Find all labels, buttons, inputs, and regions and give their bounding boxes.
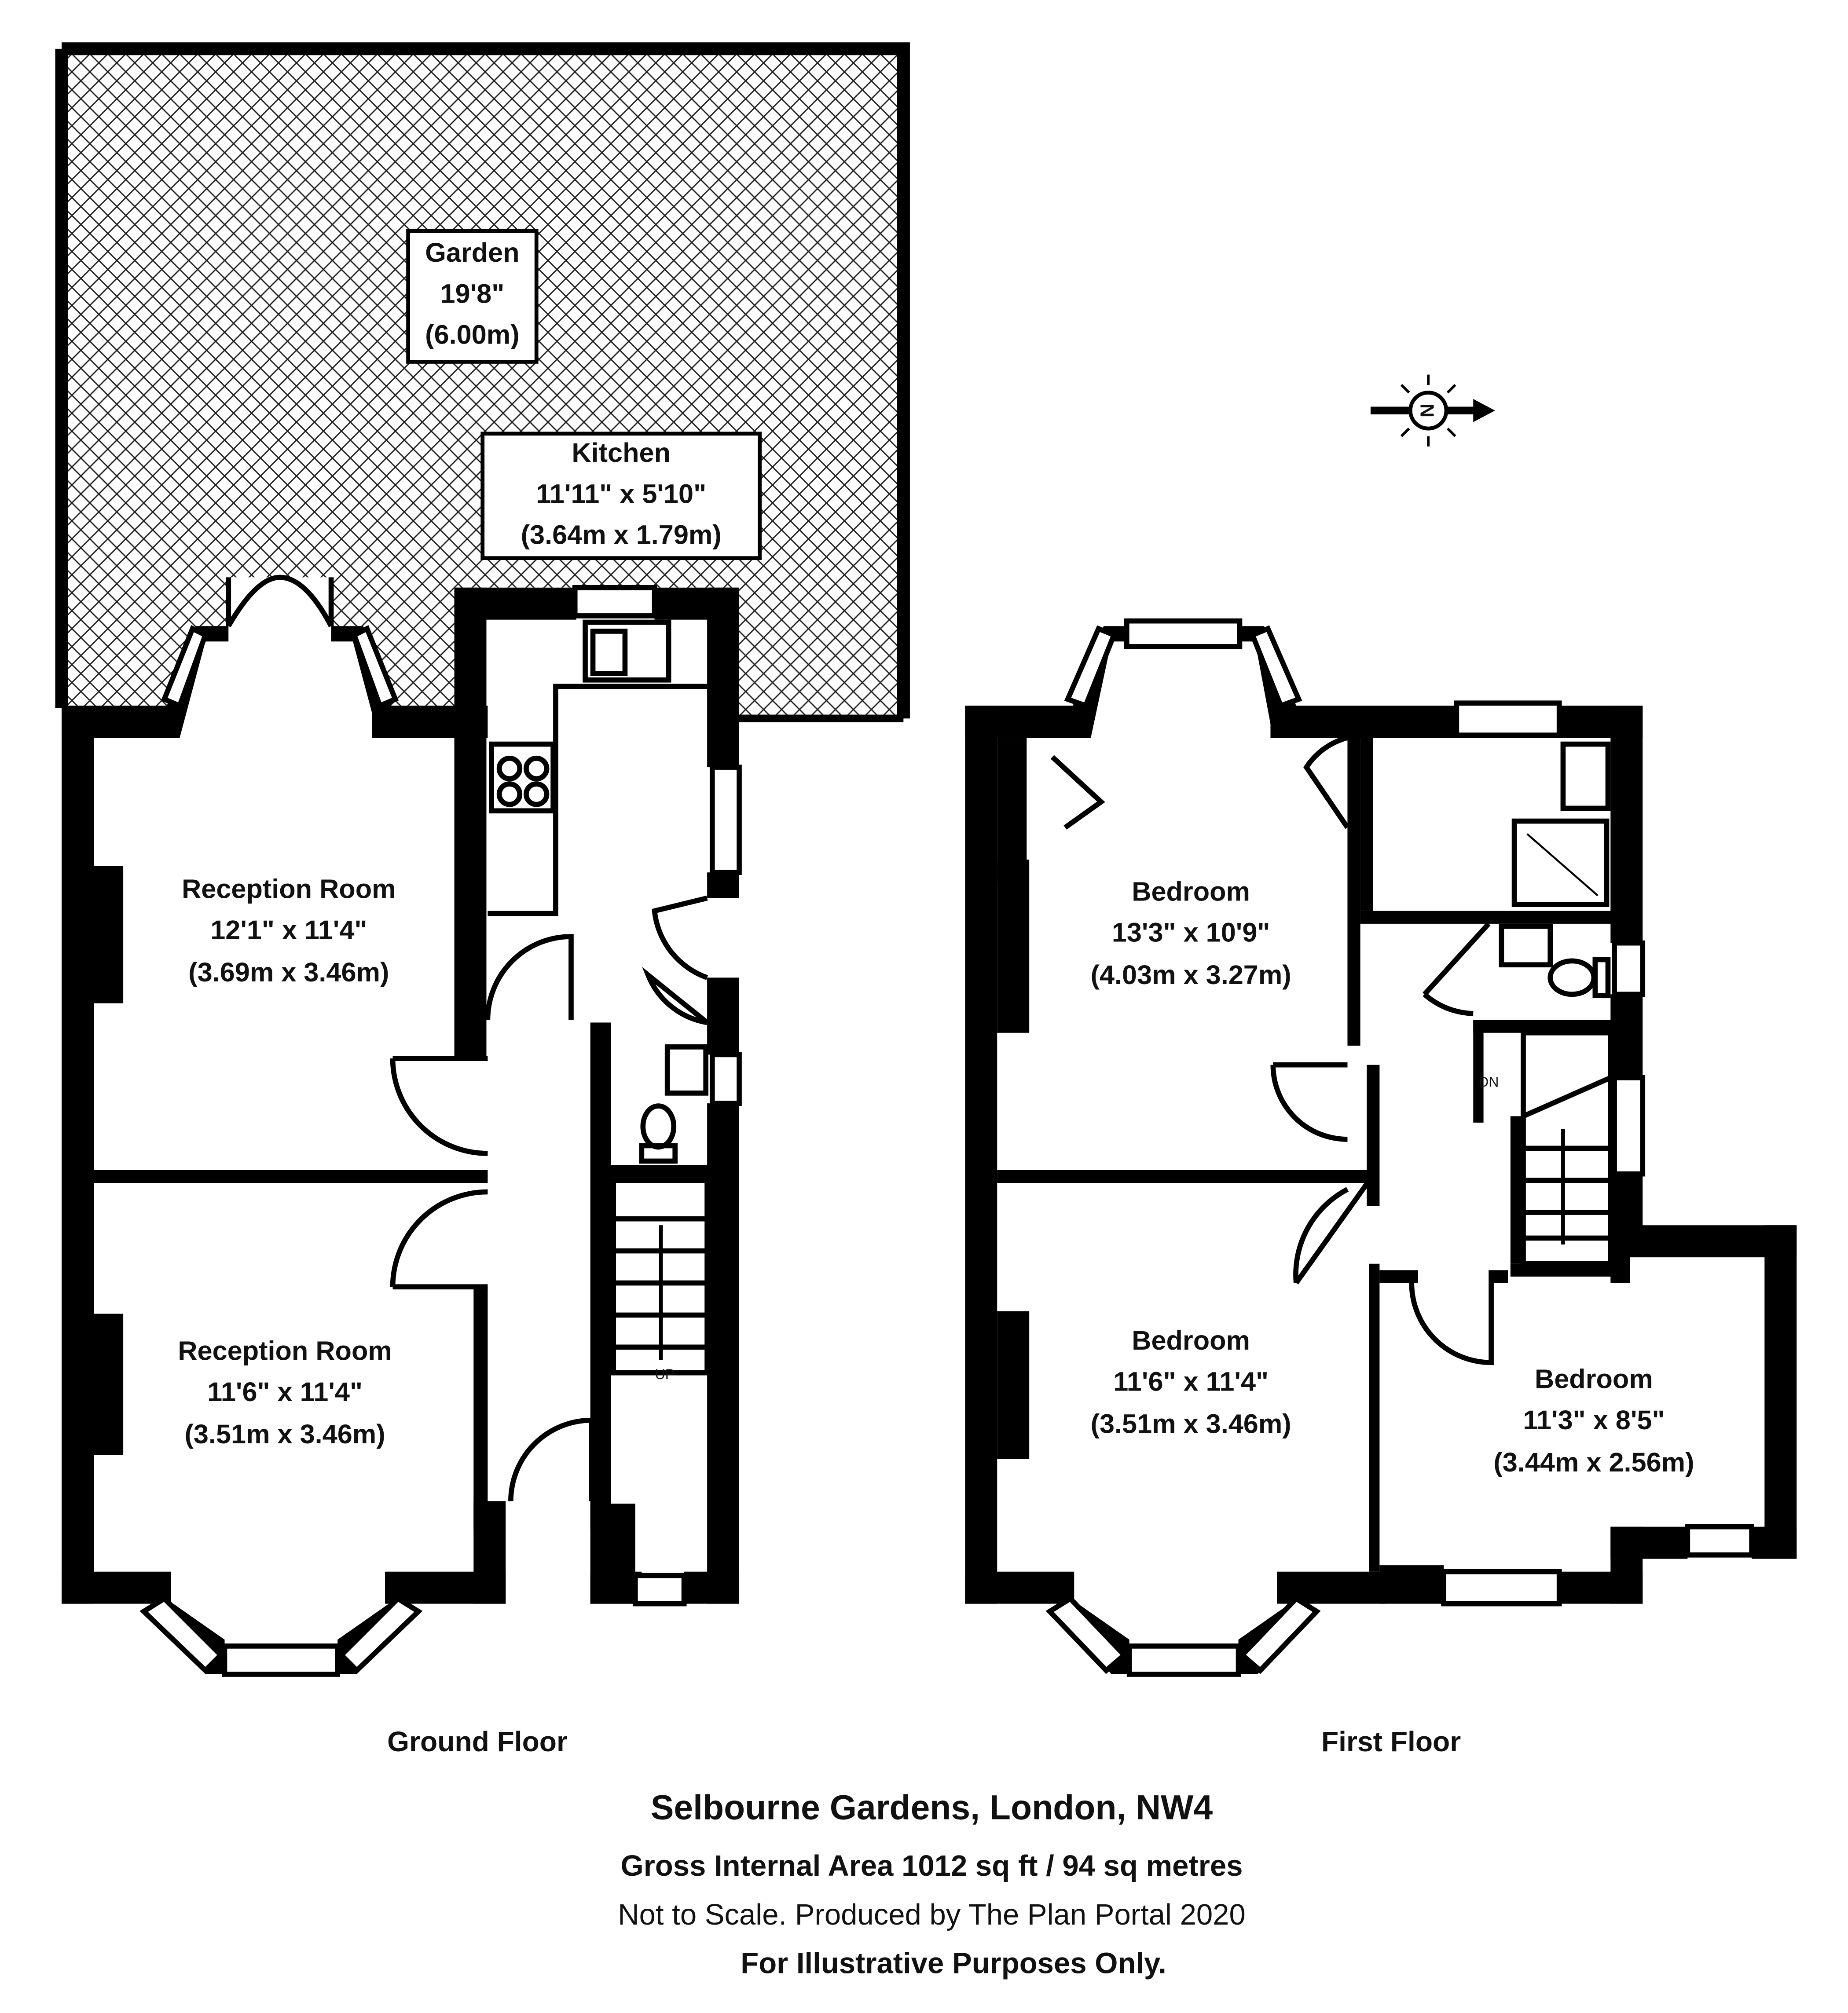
toilet-icon <box>640 1103 677 1150</box>
scale-note: Not to Scale. Produced by The Plan Porta… <box>618 1898 1246 1931</box>
first-floor-label: First Floor <box>1321 1726 1461 1757</box>
bedroom-3-name: Bedroom <box>1535 1364 1653 1394</box>
bedroom-3-dim-metric: (3.44m x 2.56m) <box>1493 1447 1694 1477</box>
ground-floor-fixtures: UP <box>488 619 710 1382</box>
ground-floor-doors <box>226 575 709 1501</box>
bedroom-1-name: Bedroom <box>1132 876 1250 906</box>
bedroom-2-dim-metric: (3.51m x 3.46m) <box>1091 1409 1291 1439</box>
disclaimer: For Illustrative Purposes Only. <box>741 1947 1166 1980</box>
hob-icon <box>489 741 556 814</box>
first-floor-stairs-icon <box>1521 1030 1613 1266</box>
first-floor-room-labels: Bedroom 13'3" x 10'9" (4.03m x 3.27m) Be… <box>1091 876 1694 1757</box>
first-floor-stairs-label: DN <box>1478 1074 1499 1090</box>
bedroom-2-dim-imperial: 11'6" x 11'4" <box>1113 1366 1269 1396</box>
garden-label-box <box>406 229 539 364</box>
reception-room-1-dim-metric: (3.69m x 3.46m) <box>188 957 389 987</box>
reception-room-2-dim-imperial: 11'6" x 11'4" <box>207 1377 363 1407</box>
ground-floor-room-labels: Kitchen 11'11" x 5'10" (3.64m x 1.79m) R… <box>178 432 762 1757</box>
reception-room-1-dim-imperial: 12'1" x 11'4" <box>210 915 367 945</box>
reception-room-1-name: Reception Room <box>182 874 396 904</box>
reception-room-2-dim-metric: (3.51m x 3.46m) <box>185 1419 385 1449</box>
first-floor-fixtures: DN <box>1478 741 1613 1266</box>
kitchen-dim-imperial: 11'11" x 5'10" <box>536 479 706 509</box>
bedroom-1-dim-imperial: 13'3" x 10'9" <box>1112 918 1270 948</box>
toilet-icon <box>1547 958 1597 997</box>
ground-floor-walls <box>62 587 740 1675</box>
garden-dim-imperial: 19'8" <box>440 278 505 308</box>
ground-floor-label: Ground Floor <box>387 1726 568 1757</box>
first-floor-doors <box>1050 735 1494 1365</box>
shower-icon <box>1511 818 1610 907</box>
bedroom-2-name: Bedroom <box>1132 1325 1250 1355</box>
reception-room-2-name: Reception Room <box>178 1336 392 1365</box>
compass-north-icon: N <box>1370 374 1495 447</box>
kitchen-name: Kitchen <box>572 438 671 468</box>
footer: Selbourne Gardens, London, NW4 Gross Int… <box>618 1788 1246 1980</box>
address: Selbourne Gardens, London, NW4 <box>651 1788 1213 1827</box>
basin-icon <box>664 1044 709 1096</box>
garden-name: Garden <box>425 238 519 267</box>
kitchen-label-box <box>480 432 762 560</box>
sink-icon <box>583 619 671 683</box>
ground-stairs-icon <box>611 1178 710 1376</box>
compass-label: N <box>1416 403 1438 417</box>
basin-icon <box>1499 923 1553 968</box>
ground-stairs-label: UP <box>655 1366 675 1382</box>
garden-dim-metric: (6.00m) <box>425 320 519 350</box>
ground-floor-windows <box>139 585 742 1677</box>
first-floor-walls <box>965 626 1797 1675</box>
first-floor-windows <box>1045 618 1754 1677</box>
gross-internal-area: Gross Internal Area 1012 sq ft / 94 sq m… <box>621 1849 1243 1882</box>
basin-icon <box>1560 741 1611 811</box>
bedroom-3-dim-imperial: 11'3" x 8'5" <box>1523 1405 1665 1435</box>
bedroom-1-dim-metric: (4.03m x 3.27m) <box>1091 960 1291 990</box>
kitchen-dim-metric: (3.64m x 1.79m) <box>521 520 722 550</box>
